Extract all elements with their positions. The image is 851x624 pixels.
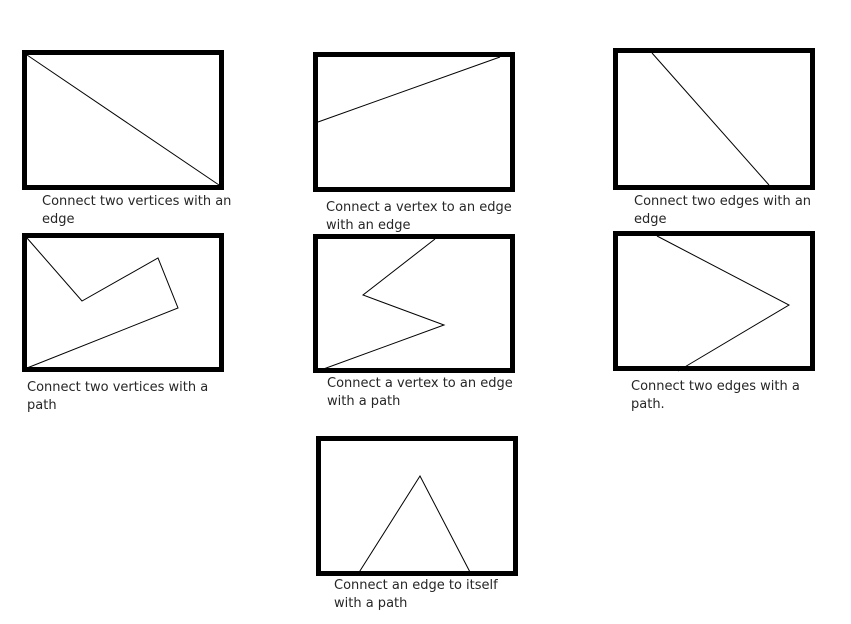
diagram-panel-vertices-edge (22, 50, 224, 190)
rectangle-frame (316, 436, 518, 576)
diagram-panel-edges-path (613, 231, 815, 372)
diagram-panel-vertex-to-edge-path (313, 234, 515, 373)
rectangle-frame (313, 52, 515, 192)
rectangle-frame (22, 233, 224, 372)
rectangle-frame (613, 231, 815, 371)
rectangle-frame (313, 234, 515, 373)
caption-vertices-path: Connect two vertices with a path (27, 380, 209, 413)
connecting-edge (651, 52, 770, 186)
diagram-panel-vertices-path (22, 233, 224, 372)
caption-edges-edge: Connect two edges with an edge (634, 194, 812, 227)
caption-edge-to-itself-path: Connect an edge to itself with a path (334, 578, 498, 611)
connecting-path (656, 235, 791, 372)
caption-vertex-to-edge-path: Connect a vertex to an edge with a path (327, 376, 513, 409)
connecting-edge (317, 56, 501, 123)
connecting-edge (26, 54, 220, 186)
diagram-panel-vertex-to-edge-edge (313, 52, 515, 192)
connecting-path (26, 237, 179, 369)
rectangle-frame (613, 48, 815, 190)
diagram-panel-edge-to-itself-path (316, 436, 518, 576)
caption-edges-path: Connect two edges with a path. (631, 379, 800, 412)
rectangle-frame (22, 50, 224, 190)
caption-vertex-to-edge-edge: Connect a vertex to an edge with an edge (326, 200, 512, 233)
caption-vertices-edge: Connect two vertices with an edge (42, 194, 232, 227)
diagram-panel-edges-edge (613, 48, 815, 190)
connecting-path (317, 238, 446, 372)
connecting-path (357, 474, 472, 575)
